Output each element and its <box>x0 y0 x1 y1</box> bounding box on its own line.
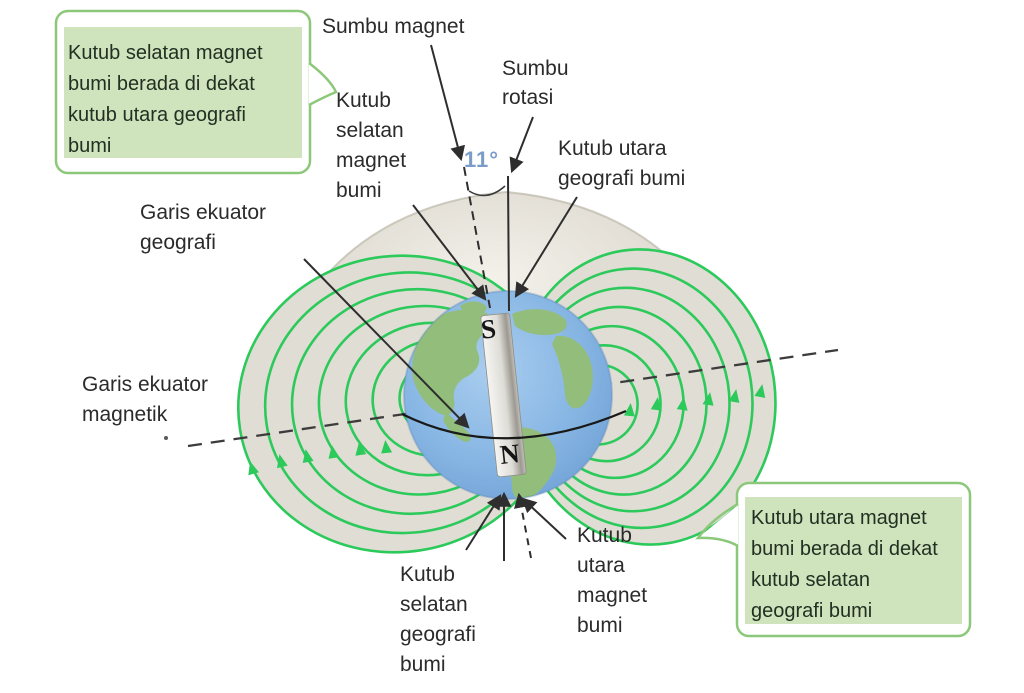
magnet-pole-s: S <box>479 313 498 345</box>
arrow-kutub-utara-magnet <box>521 497 567 540</box>
callout-bottom-right <box>695 481 972 638</box>
callout-top-left <box>54 9 338 175</box>
label-kutub-utara-magnet-bumi: Kutub utara magnet bumi <box>577 524 648 637</box>
label-garis-ekuator-geografi: Garis ekuator geografi <box>140 201 267 254</box>
label-sumbu-rotasi: Sumbu rotasi <box>502 57 569 109</box>
magnet-pole-n: N <box>498 438 521 470</box>
angle-arc <box>468 185 506 197</box>
label-kutub-selatan-geografi-bumi: Kutub selatan geografi bumi <box>400 563 476 676</box>
label-sumbu-magnet: Sumbu magnet <box>322 15 465 38</box>
field-direction-arrows <box>248 384 766 476</box>
rotation-axis-top <box>507 175 510 312</box>
arrow-sumbu-magnet <box>430 44 466 162</box>
label-kutub-selatan-magnet-bumi: Kutub selatan magnet bumi <box>336 89 407 202</box>
label-kutub-utara-geografi-bumi: Kutub utara geografi bumi <box>558 137 686 190</box>
callout-tail <box>698 505 738 545</box>
geographic-equator-arc <box>401 409 627 440</box>
label-angle-11deg: 11° <box>464 147 500 172</box>
callout-bottom-right-text: Kutub utara magnet bumi berada di dekat … <box>751 507 938 622</box>
magnetic-equator-dot <box>164 436 168 440</box>
bar-magnet <box>480 312 527 478</box>
arrow-kutub-selatan-geografi <box>465 494 502 551</box>
magnetic-axis-top <box>463 166 491 309</box>
arrow-kutub-utara-geografi <box>514 196 578 298</box>
pointer-arrows <box>303 44 578 561</box>
arrow-sumbu-rotasi <box>509 116 534 174</box>
arrow-ekuator-geografi <box>303 258 470 429</box>
callout-top-left-text: Kutub selatan magnet bumi berada di deka… <box>68 42 263 157</box>
arrow-magnetic-axis-bottom <box>514 492 532 559</box>
arrow-kutub-selatan-magnet <box>412 204 487 301</box>
label-garis-ekuator-magnetik: Garis ekuator magnetik <box>82 373 209 426</box>
